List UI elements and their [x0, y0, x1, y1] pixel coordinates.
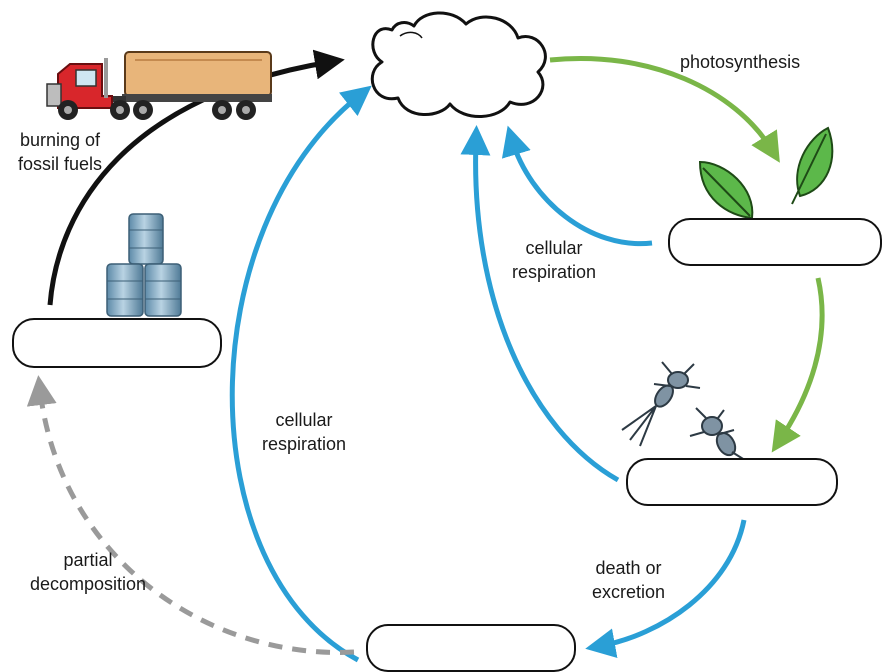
fossil-fuels-box[interactable] [12, 318, 222, 368]
plants-to-animals-arrow [771, 277, 825, 453]
plants-box[interactable] [668, 218, 882, 266]
cellular-respiration-right-label: cellular respiration [512, 238, 597, 282]
oil-barrels-illustration [106, 213, 182, 317]
partial-decomposition-label: partial decomposition [30, 550, 147, 594]
plants-respiration-arrow [501, 125, 653, 247]
animals-box[interactable] [626, 458, 838, 506]
insects-illustration [621, 361, 749, 463]
atmosphere-cloud [370, 11, 547, 118]
cellular-respiration-center-label: cellular respiration [262, 410, 347, 454]
truck-illustration [46, 51, 272, 120]
photosynthesis-label: photosynthesis [680, 52, 801, 72]
leaves-illustration [698, 126, 834, 220]
burning-fossil-fuels-label: burning of fossil fuels [18, 130, 103, 174]
decomposers-box[interactable] [366, 624, 576, 672]
death-or-excretion-label: death or excretion [592, 558, 666, 602]
animals-respiration-arrow [460, 125, 620, 483]
death-excretion-arrow [585, 519, 747, 659]
partial-decomposition-arrow [26, 375, 355, 655]
photosynthesis-arrow [549, 55, 780, 163]
decomposers-respiration-arrow [229, 85, 372, 663]
